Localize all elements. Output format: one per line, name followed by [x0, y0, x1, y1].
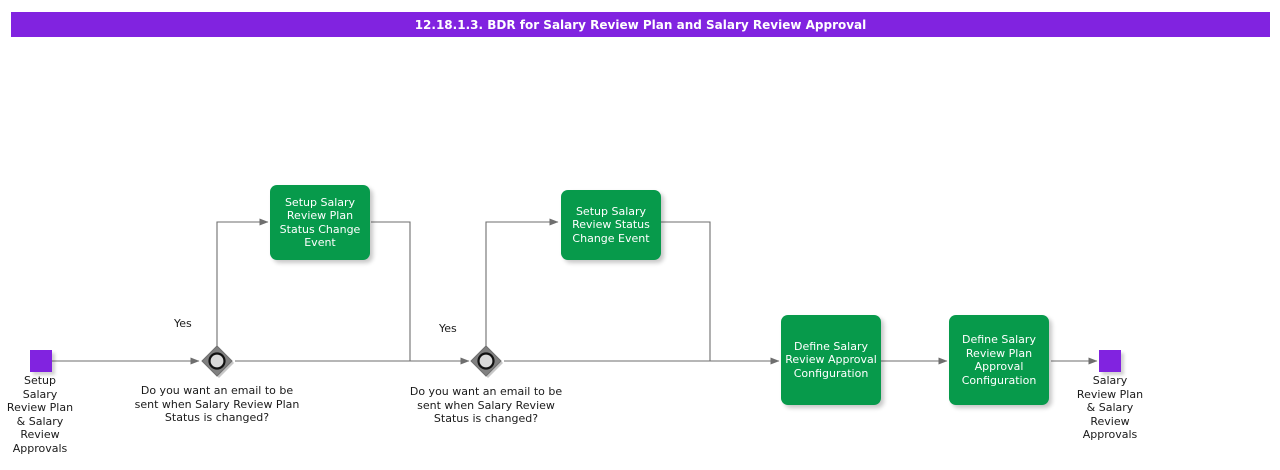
diagram-title-bar: 12.18.1.3. BDR for Salary Review Plan an…	[11, 12, 1270, 37]
flow-task1-rejoin	[371, 221, 411, 361]
gateway-1-diamond[interactable]	[200, 344, 234, 378]
flow-gateway1-yes-to-task1	[216, 218, 269, 346]
task-setup-salary-review-plan-status-change-event[interactable]: Setup Salary Review Plan Status Change E…	[270, 185, 370, 260]
end-event-marker[interactable]	[1099, 350, 1121, 372]
task-define-salary-review-plan-approval-configuration[interactable]: Define Salary Review Plan Approval Confi…	[949, 315, 1049, 405]
task-2-label: Setup Salary Review Status Change Event	[572, 204, 650, 245]
task-3-label: Define Salary Review Approval Configurat…	[785, 339, 877, 380]
task-setup-salary-review-status-change-event[interactable]: Setup Salary Review Status Change Event	[561, 190, 661, 260]
page-title: 12.18.1.3. BDR for Salary Review Plan an…	[414, 17, 867, 32]
end-event-label: Salary Review Plan & Salary Review Appro…	[1076, 374, 1144, 441]
task-4-label: Define Salary Review Plan Approval Confi…	[961, 333, 1037, 387]
gateway-2-branch-label: Yes	[439, 322, 457, 335]
flow-gateway2-yes-to-task2	[485, 218, 559, 346]
task-1-label: Setup Salary Review Plan Status Change E…	[279, 195, 361, 250]
gateway-1-label: Do you want an email to be sent when Sal…	[134, 384, 300, 424]
task-define-salary-review-approval-configuration[interactable]: Define Salary Review Approval Configurat…	[781, 315, 881, 405]
start-event-marker[interactable]	[30, 350, 52, 372]
gateway-2-label: Do you want an email to be sent when Sal…	[409, 385, 563, 425]
flow-task2-rejoin	[661, 221, 711, 361]
start-event-label: Setup Salary Review Plan & Salary Review…	[6, 374, 74, 455]
gateway-2-diamond[interactable]	[469, 344, 503, 378]
gateway-1-branch-label: Yes	[174, 317, 192, 330]
